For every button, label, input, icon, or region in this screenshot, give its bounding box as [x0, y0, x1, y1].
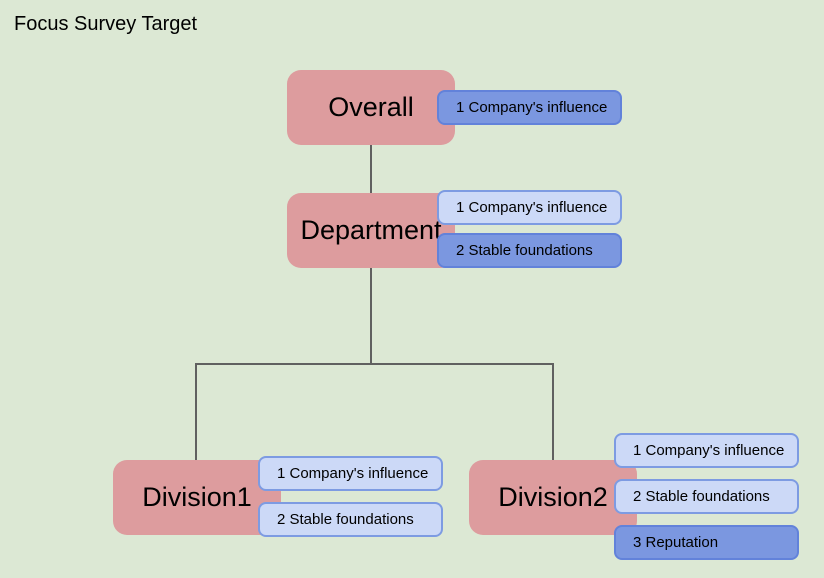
node-division2[interactable]: Division2	[469, 460, 637, 535]
node-department[interactable]: Department	[287, 193, 455, 268]
node-division1-label: Division1	[142, 482, 252, 512]
connector-overall-department	[370, 145, 372, 193]
survey-item-badge-division2-2[interactable]: 2 Stable foundations	[614, 479, 799, 514]
connector-branch-horizontal	[195, 363, 554, 365]
node-division2-label: Division2	[498, 482, 608, 512]
survey-item-badge-division2-1[interactable]: 1 Company's influence	[614, 433, 799, 468]
node-overall-label: Overall	[328, 92, 414, 122]
survey-item-badge-division2-3[interactable]: 3 Reputation	[614, 525, 799, 560]
node-overall[interactable]: Overall	[287, 70, 455, 145]
node-division1[interactable]: Division1	[113, 460, 281, 535]
node-department-label: Department	[300, 215, 442, 245]
connector-division1-drop	[195, 363, 197, 460]
survey-item-badge-department-2[interactable]: 2 Stable foundations	[437, 233, 622, 268]
survey-item-badge-division1-1[interactable]: 1 Company's influence	[258, 456, 443, 491]
survey-item-badge-overall-1[interactable]: 1 Company's influence	[437, 90, 622, 125]
survey-item-badge-department-1[interactable]: 1 Company's influence	[437, 190, 622, 225]
connector-department-stem	[370, 268, 372, 364]
diagram-title: Focus Survey Target	[14, 13, 198, 35]
connector-division2-drop	[552, 363, 554, 460]
survey-item-badge-division1-2[interactable]: 2 Stable foundations	[258, 502, 443, 537]
